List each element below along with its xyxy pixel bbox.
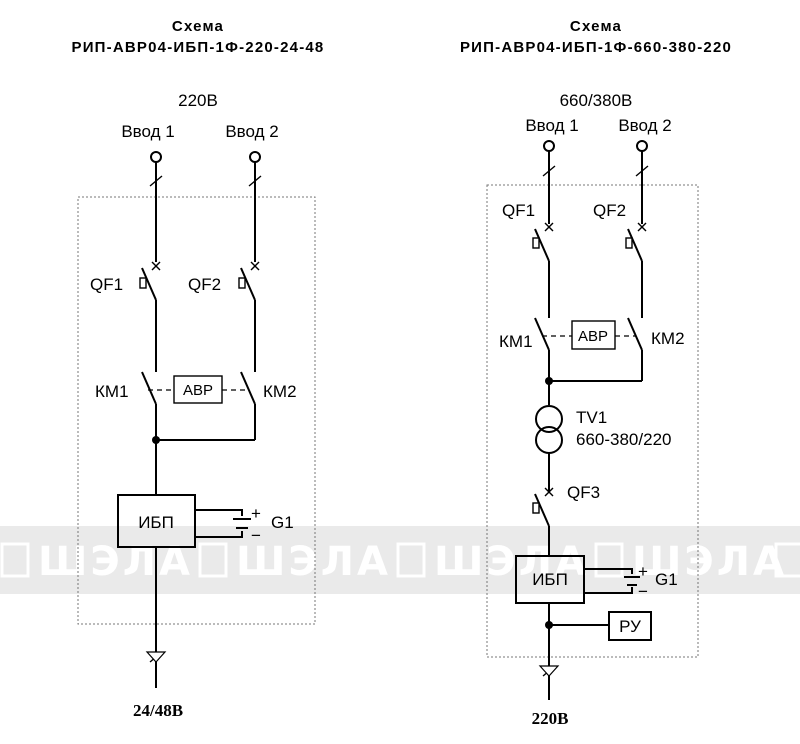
right-battery-icon (584, 568, 640, 594)
left-input-2-label: Ввод 2 (225, 122, 278, 141)
watermark-band: ШЭЛА ШЭЛА ШЭЛА ШЭЛА (0, 526, 800, 594)
right-phase-tick-icon (542, 165, 556, 177)
right-output-arrow-icon (538, 665, 560, 677)
right-avr-block (571, 320, 616, 350)
left-km2-label: КМ2 (263, 382, 297, 401)
left-title: Схема (172, 18, 224, 35)
right-title: Схема (570, 18, 622, 35)
left-qf1-breaker-icon (139, 261, 161, 372)
right-km2-contactor-icon (627, 317, 643, 381)
left-subtitle: РИП-АВР04-ИБП-1Ф-220-24-48 (72, 39, 325, 56)
right-output-voltage: 220В (532, 709, 569, 728)
right-subtitle: РИП-АВР04-ИБП-1Ф-660-380-220 (460, 39, 732, 56)
right-input-1-terminal-icon (543, 140, 555, 152)
left-qf2-label: QF2 (188, 275, 221, 294)
right-ups-label: ИБП (532, 570, 568, 589)
left-phase-tick-icon (248, 175, 262, 187)
right-km1-label: КМ1 (499, 332, 533, 351)
right-enclosure (486, 184, 699, 658)
right-qf2-label: QF2 (593, 201, 626, 220)
right-avr-label: АВР (578, 328, 608, 345)
right-phase-tick-icon (635, 165, 649, 177)
left-battery-label: G1 (271, 513, 294, 532)
right-battery-label: G1 (655, 570, 678, 589)
watermark-logo-icon (0, 542, 800, 578)
watermark-text: ШЭЛА (236, 539, 391, 585)
left-qf2-breaker-icon (238, 261, 260, 372)
right-input-1-label: Ввод 1 (525, 116, 578, 135)
left-diagram: Схема РИП-АВР04-ИБП-1Ф-220-24-48 220В Вв… (72, 18, 325, 720)
left-avr-label: АВР (183, 382, 213, 399)
right-qf3-breaker-icon (532, 487, 554, 556)
right-diagram: Схема РИП-АВР04-ИБП-1Ф-660-380-220 660/3… (460, 18, 732, 728)
left-ups-label: ИБП (138, 513, 174, 532)
watermark-text: ШЭЛА (38, 539, 193, 585)
right-km1-contactor-icon (534, 317, 550, 381)
left-input-2-terminal-icon (249, 151, 261, 163)
left-km2-contactor-icon (240, 371, 256, 440)
left-battery-icon (195, 509, 251, 538)
right-transformer-icon (535, 405, 563, 454)
right-qf1-breaker-icon (532, 222, 554, 318)
left-phase-tick-icon (149, 175, 163, 187)
watermark-text: ШЭЛА (434, 539, 589, 585)
right-battery-plus: + (638, 562, 648, 581)
right-transformer-label: TV1 (576, 408, 607, 427)
right-qf3-label: QF3 (567, 483, 600, 502)
left-km1-label: КМ1 (95, 382, 129, 401)
left-input-1-terminal-icon (150, 151, 162, 163)
left-battery-plus: + (251, 504, 261, 523)
left-output-arrow-icon (145, 651, 167, 663)
left-avr-block (173, 375, 223, 404)
right-km2-label: КМ2 (651, 329, 685, 348)
right-ru-block (608, 611, 652, 641)
right-ru-label: РУ (619, 617, 641, 636)
left-battery-minus: − (251, 526, 261, 545)
left-supply-voltage: 220В (178, 91, 218, 110)
right-qf2-breaker-icon (625, 222, 647, 318)
right-transformer-ratio: 660-380/220 (576, 430, 671, 449)
watermark-text: ШЭЛА (632, 539, 787, 585)
watermark-background (0, 526, 800, 594)
right-supply-voltage: 660/380В (560, 91, 633, 110)
left-qf1-label: QF1 (90, 275, 123, 294)
right-battery-minus: − (638, 582, 648, 601)
left-input-1-label: Ввод 1 (121, 122, 174, 141)
right-input-2-label: Ввод 2 (618, 116, 671, 135)
left-output-voltage: 24/48В (133, 701, 183, 720)
right-input-2-terminal-icon (636, 140, 648, 152)
right-qf1-label: QF1 (502, 201, 535, 220)
left-km1-contactor-icon (141, 371, 157, 440)
